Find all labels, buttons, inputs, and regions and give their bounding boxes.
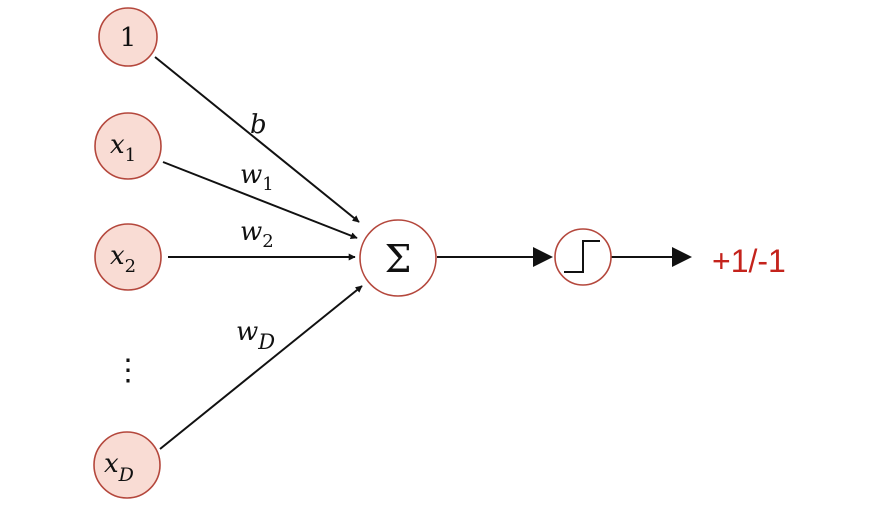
input-node-xD: xD [93,431,161,499]
input-node-bias: 1 [98,7,158,67]
input-node-x1: x1 [94,112,162,180]
edge-label-wD: wD [236,317,275,354]
input-node-x2: x2 [94,223,162,291]
edge-label-wD-base: w [236,317,258,347]
input-node-bias-label: 1 [120,23,137,53]
summation-node: Σ [359,219,437,297]
edge-label-w1-sub: 1 [262,174,273,195]
input-node-x1-label: x1 [110,130,136,166]
edge-label-w2-base: w [240,217,262,247]
edge-x1-to-sum [162,161,358,239]
input-node-xD-label: xD [104,449,134,486]
edge-bias-to-sum [154,56,360,223]
edge-label-w1-base: w [240,160,262,190]
vertical-ellipsis: ⋮ [113,353,143,388]
edge-label-w2: w2 [240,217,274,252]
input-node-x2-label: x2 [110,241,136,277]
edge-xD-to-sum [159,285,363,450]
summation-symbol: Σ [385,237,412,281]
edge-label-b: b [250,110,267,140]
output-label: +1/-1 [712,243,786,279]
edge-label-w1: w1 [240,160,274,195]
edge-label-w2-sub: 2 [262,231,273,252]
edge-label-wD-sub: D [257,330,275,354]
step-function-icon [554,228,612,286]
